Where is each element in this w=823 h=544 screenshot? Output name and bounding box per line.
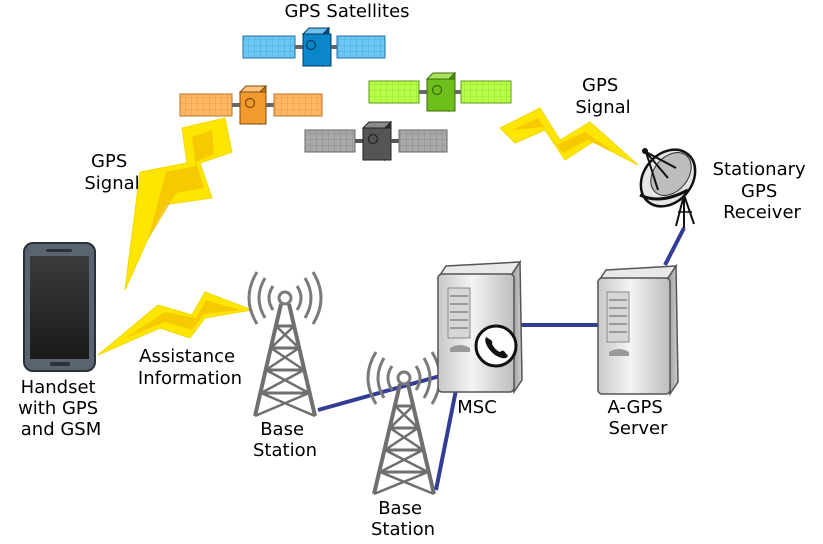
gps-receiver-dish xyxy=(639,148,697,228)
phone-call-icon xyxy=(474,324,518,368)
link-agps-receiver xyxy=(663,227,686,266)
base-station-1-label: Base Station xyxy=(253,419,317,461)
signal-left-bolt xyxy=(124,117,233,291)
agps-server xyxy=(596,263,679,397)
agps-server-label: A-GPS Server xyxy=(607,397,668,439)
handset-label: Handset with GPS and GSM xyxy=(18,377,104,440)
link-base2-msc xyxy=(434,379,460,491)
receiver-label: Stationary GPS Receiver xyxy=(713,159,812,223)
solar-panel-right xyxy=(336,35,386,59)
signal-right-bolt xyxy=(499,107,639,166)
diagram-title: GPS Satellites xyxy=(284,1,409,22)
satellite-gray xyxy=(304,120,448,162)
base-station-tower-1 xyxy=(247,271,323,418)
base-station-2-label: Base Station xyxy=(371,498,435,539)
satellite-blue xyxy=(242,26,386,68)
gps-signal-right-label: GPS Signal xyxy=(575,75,630,118)
assistance-label: Assistance Information xyxy=(138,346,242,389)
handset-phone xyxy=(23,242,96,372)
satellite-orange xyxy=(179,84,323,126)
satellite-green xyxy=(368,71,512,113)
base-station-tower-2 xyxy=(366,351,442,496)
gps-signal-left-label: GPS Signal xyxy=(84,151,139,194)
msc-server xyxy=(436,259,523,395)
solar-panel-left xyxy=(242,35,296,59)
msc-label: MSC xyxy=(457,397,497,418)
signal-assistance-bolt xyxy=(97,291,254,356)
